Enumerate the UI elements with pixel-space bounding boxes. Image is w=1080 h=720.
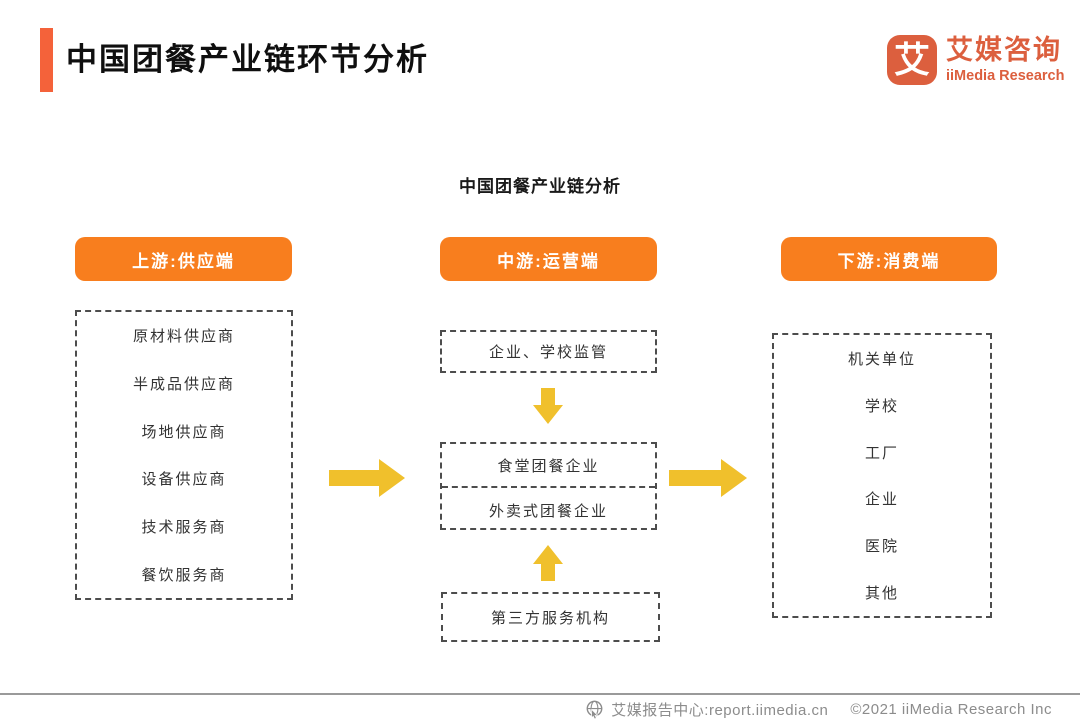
footer: 艾媒报告中心:report.iimedia.cn ©2021 iiMedia R… — [585, 698, 1052, 720]
header-upstream: 上游:供应端 — [75, 237, 292, 281]
upstream-item: 设备供应商 — [141, 471, 227, 489]
operator-item: 外卖式团餐企业 — [488, 502, 608, 520]
logo-name-en: iiMedia Research — [946, 67, 1065, 84]
regulator-box: 企业、学校监管 — [440, 330, 657, 373]
arrow-down-icon — [533, 388, 563, 424]
downstream-item: 企业 — [864, 491, 899, 509]
downstream-item: 学校 — [864, 397, 899, 415]
header-midstream: 中游:运营端 — [440, 237, 657, 281]
footer-divider — [0, 693, 1080, 695]
downstream-item: 工厂 — [864, 444, 899, 462]
arrow-right-icon-upstream-to-midstream — [329, 459, 405, 497]
iimedia-logo-icon: 艾 — [887, 35, 937, 85]
diagram-title: 中国团餐产业链分析 — [459, 177, 621, 196]
downstream-consumers-box: 机关单位 学校 工厂 企业 医院 其他 — [772, 333, 992, 618]
iimedia-logo: 艾 艾媒咨询 iiMedia Research — [887, 35, 1064, 85]
upstream-item: 原材料供应商 — [132, 328, 235, 346]
title-accent-bar — [40, 28, 53, 92]
downstream-item: 医院 — [864, 538, 899, 556]
globe-cursor-icon — [586, 700, 603, 719]
footer-source-label: 艾媒报告中心:report.iimedia.cn — [611, 701, 829, 719]
footer-copyright: ©2021 iiMedia Research Inc — [850, 700, 1052, 718]
iimedia-logo-text: 艾媒咨询 iiMedia Research — [946, 35, 1065, 84]
arrow-up-icon — [533, 545, 563, 581]
upstream-item: 技术服务商 — [141, 518, 227, 536]
upstream-item: 餐饮服务商 — [141, 566, 227, 584]
upstream-suppliers-box: 原材料供应商 半成品供应商 场地供应商 设备供应商 技术服务商 餐饮服务商 — [75, 310, 293, 600]
upstream-item: 场地供应商 — [141, 423, 227, 441]
operators-box: 食堂团餐企业 外卖式团餐企业 — [440, 442, 657, 530]
downstream-item: 机关单位 — [847, 350, 916, 368]
third-party-box: 第三方服务机构 — [441, 592, 660, 642]
downstream-item: 其他 — [864, 585, 899, 603]
page-title: 中国团餐产业链环节分析 — [66, 42, 429, 77]
header-downstream: 下游:消费端 — [781, 237, 997, 281]
operator-item: 食堂团餐企业 — [442, 444, 655, 488]
logo-name-cn: 艾媒咨询 — [946, 35, 1062, 66]
arrow-right-icon-midstream-to-downstream — [669, 459, 747, 497]
upstream-item: 半成品供应商 — [132, 375, 235, 393]
